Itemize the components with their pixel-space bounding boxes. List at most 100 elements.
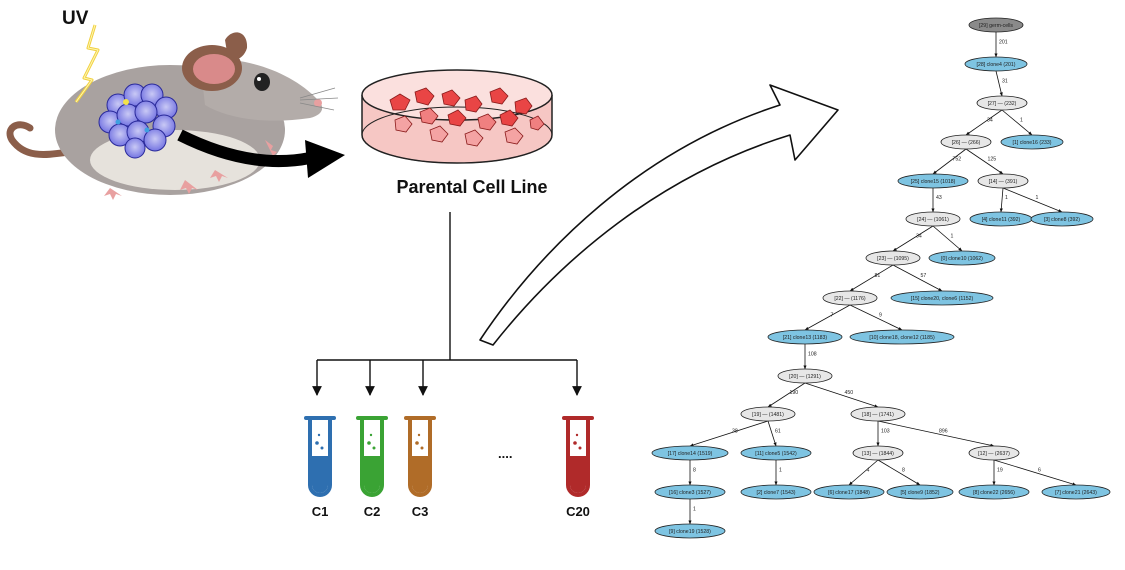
tree-edge-label: 61 bbox=[775, 429, 781, 435]
tree-edge-label: 7 bbox=[831, 313, 834, 319]
tree-node-label: [14] — (391) bbox=[989, 179, 1018, 185]
tube-label-c3: C3 bbox=[412, 504, 429, 519]
tree-edge-label: 190 bbox=[790, 390, 799, 396]
tree-node-n19: [19] — (1481) bbox=[740, 406, 796, 422]
tree-node-n18: [18] — (1741) bbox=[850, 406, 906, 422]
tree-edge-n19-n17 bbox=[689, 420, 769, 447]
tree-node-n15: [15] clone20, clone6 (1152) bbox=[890, 290, 994, 306]
tree-node-n26: [26] — (266) bbox=[940, 134, 992, 150]
tree-node-label: [3] clone8 (392) bbox=[1044, 217, 1080, 223]
outline-arrow bbox=[479, 84, 839, 346]
tumor-cells bbox=[98, 83, 178, 159]
tree-edge-label: 34 bbox=[916, 234, 922, 240]
mouse-ear-inner bbox=[193, 54, 235, 84]
tube-label-c2: C2 bbox=[364, 504, 381, 519]
tree-edge-n22-n21 bbox=[804, 304, 851, 331]
tree-node-label: [22] — (1176) bbox=[834, 296, 866, 302]
tree-node-n29: [29] germ-cells bbox=[968, 17, 1024, 33]
tree-node-n1: [1] clone16 (233) bbox=[1000, 134, 1064, 150]
tree-node-n16: [16] clone3 (1527) bbox=[654, 484, 726, 500]
mouse-whiskers bbox=[299, 87, 339, 111]
tree-edge-n24-n0 bbox=[932, 225, 963, 252]
tree-node-n24: [24] — (1061) bbox=[905, 211, 961, 227]
tree-edge-label: 450 bbox=[845, 390, 854, 396]
tree-node-n5: [5] clone9 (1852) bbox=[886, 484, 954, 500]
tree-node-label: [8] clone22 (2656) bbox=[973, 490, 1015, 496]
split-lines bbox=[312, 212, 582, 396]
tree-edge-label: 1 bbox=[951, 234, 954, 240]
tree-node-n0: [0] clone10 (1062) bbox=[928, 250, 996, 266]
tree-edge-label: 125 bbox=[988, 157, 997, 163]
tree-node-label: [20] — (1291) bbox=[789, 374, 821, 380]
tree-node-label: [25] clone15 (1018) bbox=[911, 179, 956, 185]
tree-node-label: [7] clone21 (2643) bbox=[1055, 490, 1097, 496]
tree-node-n7: [7] clone21 (2643) bbox=[1041, 484, 1111, 500]
tree-node-label: [4] clone11 (392) bbox=[982, 217, 1021, 223]
mouse-illustration bbox=[6, 24, 339, 200]
tree-node-n6: [6] clone17 (1848) bbox=[813, 484, 885, 500]
tree-node-label: [17] clone14 (1519) bbox=[668, 451, 713, 457]
tree-edge-label: 8 bbox=[693, 468, 696, 474]
tree-edge-label: 201 bbox=[999, 40, 1008, 46]
tree-node-label: [29] germ-cells bbox=[979, 23, 1013, 29]
tree-edge-n27-n1 bbox=[1001, 109, 1033, 136]
tree-node-n17: [17] clone14 (1519) bbox=[651, 445, 729, 461]
tree-edge-label: 34 bbox=[987, 118, 993, 124]
tree-edge-n20-n18 bbox=[804, 382, 879, 408]
tree-node-label: [27] — (232) bbox=[988, 101, 1017, 107]
tree-node-label: [6] clone17 (1848) bbox=[828, 490, 870, 496]
tree-edge-label: 103 bbox=[881, 429, 890, 435]
mouse-feet bbox=[104, 140, 277, 200]
tree-node-n3: [3] clone8 (392) bbox=[1030, 211, 1094, 227]
tree-node-label: [19] — (1481) bbox=[752, 412, 784, 418]
tree-node-n27: [27] — (232) bbox=[976, 95, 1028, 111]
tree-edge-label: 81 bbox=[875, 273, 881, 279]
mouse-to-dish-arrow bbox=[177, 129, 312, 168]
tree-node-n8: [8] clone22 (2656) bbox=[958, 484, 1030, 500]
tree-edge-n23-n22 bbox=[849, 264, 894, 292]
tree-node-label: [0] clone10 (1062) bbox=[941, 256, 983, 262]
tree-edge-label: 43 bbox=[936, 195, 942, 201]
tube-label-c1: C1 bbox=[312, 504, 329, 519]
tree-edge-label: 8 bbox=[902, 468, 905, 474]
tree-edge-label: 896 bbox=[939, 429, 948, 435]
parental-cell-line-label: Parental Cell Line bbox=[396, 177, 547, 197]
tree-node-n14: [14] — (391) bbox=[977, 173, 1029, 189]
tree-node-n2: [2] clone7 (1543) bbox=[740, 484, 812, 500]
tree-node-label: [28] clone4 (201) bbox=[977, 62, 1016, 68]
tree-edge-n18-n12 bbox=[877, 420, 995, 447]
petri-dish bbox=[361, 69, 553, 164]
tree-edge-n14-n3 bbox=[1002, 187, 1063, 213]
tree-node-label: [15] clone20, clone6 (1152) bbox=[911, 296, 974, 302]
tree-node-label: [2] clone7 (1543) bbox=[757, 490, 796, 496]
uv-label: UV bbox=[62, 8, 89, 29]
tree-edge-n12-n7 bbox=[993, 459, 1077, 486]
tree-node-n4: [4] clone11 (392) bbox=[969, 211, 1033, 227]
tree-nodes: [29] germ-cells [28] clone4 (201) [27] — (… bbox=[651, 17, 1111, 539]
tree-edge-label: 1 bbox=[1020, 118, 1023, 124]
tree-edge-n13-n6 bbox=[848, 459, 879, 486]
tree-node-label: [16] clone3 (1527) bbox=[669, 490, 711, 496]
tree-node-label: [10] clone18, clone12 (1185) bbox=[869, 335, 935, 341]
tree-node-label: [9] clone19 (1528) bbox=[669, 529, 711, 535]
tree-edge-n20-n19 bbox=[767, 382, 806, 408]
mouse-eye bbox=[254, 73, 270, 91]
test-tube-c3: C3 bbox=[404, 416, 436, 519]
tree-edge-label: 1 bbox=[1005, 195, 1008, 201]
tree-edge-n19-n11 bbox=[767, 420, 777, 447]
tree-node-n12: [12] — (2637) bbox=[968, 445, 1020, 461]
tree-node-label: [21] clone13 (1183) bbox=[783, 335, 828, 341]
tree-node-label: [24] — (1061) bbox=[917, 217, 949, 223]
tree-node-n21: [21] clone13 (1183) bbox=[767, 329, 843, 345]
tree-edge-n26-n14 bbox=[965, 148, 1004, 175]
tree-node-label: [23] — (1095) bbox=[877, 256, 909, 262]
tree-edge-n28-n27 bbox=[995, 70, 1003, 97]
tree-edge-n27-n26 bbox=[965, 109, 1003, 136]
tree-node-label: [13] — (1844) bbox=[862, 451, 894, 457]
tree-edge-label: 1 bbox=[1036, 195, 1039, 201]
tree-edge-n24-n23 bbox=[892, 225, 934, 252]
tree-node-label: [26] — (266) bbox=[952, 140, 981, 146]
